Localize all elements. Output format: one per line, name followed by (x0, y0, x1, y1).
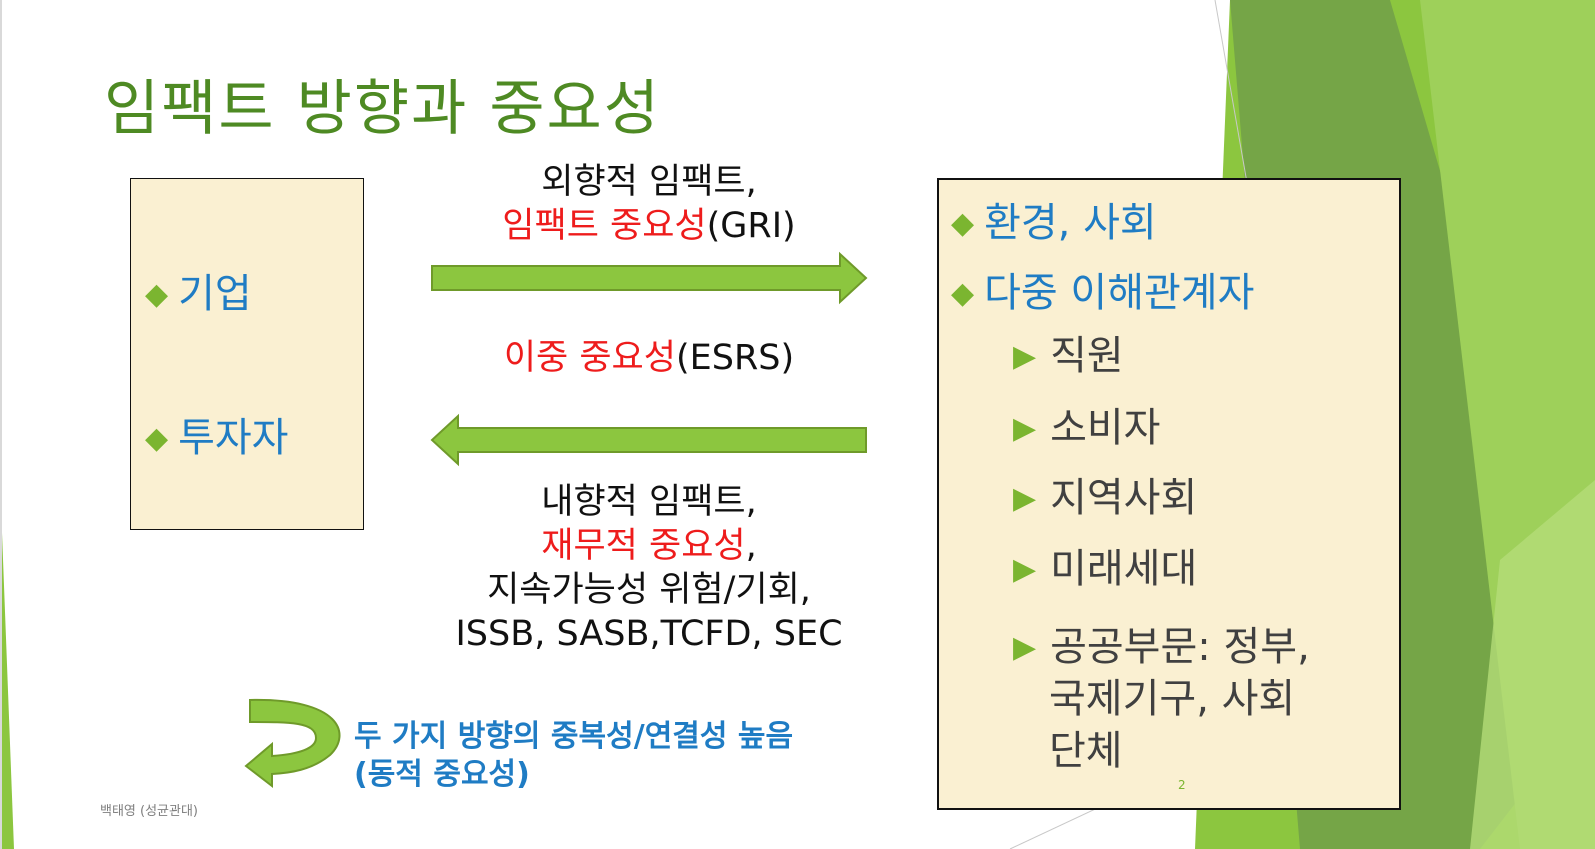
arrow-right-outward (431, 251, 868, 305)
outward-line2: 임팩트 중요성(GRI) (432, 204, 866, 248)
diamond-icon: ◆ (145, 421, 169, 456)
page-number: 2 (1178, 778, 1186, 792)
inward-line3: 지속가능성 위험/기회, (487, 570, 811, 610)
note-line1: 두 가지 방향의 중복성/연결성 높음 (354, 719, 794, 754)
footer-author: 백태영 (성균관대) (100, 804, 198, 819)
left-item-investor: ◆ 투자자 (145, 405, 288, 463)
double-materiality-label: 이중 중요성(ESRS) (432, 336, 866, 380)
subitem-label: 미래세대 (1050, 546, 1198, 592)
right-box: ◆ 환경, 사회 ◆ 다중 이해관계자 ▶ 직원 ▶ 소비자 ▶ 지역사회 ▶ 미래세대 ▶… (937, 178, 1401, 810)
triangle-right-icon: ▶ (1013, 481, 1037, 516)
diamond-icon: ◆ (951, 206, 975, 241)
diamond-icon: ◆ (951, 276, 975, 311)
subitem-employees: ▶ 직원 (1013, 330, 1124, 383)
inward-impact-label: 내향적 임팩트, 재무적 중요성, 지속가능성 위험/기회, ISSB, SAS… (432, 480, 866, 656)
right-item-env-society: ◆ 환경, 사회 (951, 190, 1157, 248)
subitem-label: 지역사회 (1050, 475, 1198, 521)
double-materiality-text: 이중 중요성 (503, 338, 676, 378)
arrow-left-inward (430, 413, 867, 467)
subitem-label: 직원 (1050, 333, 1124, 379)
gri-text: (GRI) (706, 206, 796, 246)
triangle-right-icon: ▶ (1013, 411, 1037, 446)
subitem-public-sector: ▶ 공공부문: 정부, (1013, 621, 1310, 674)
page-title: 임팩트 방향과 중요성 (104, 74, 661, 144)
diamond-icon: ◆ (145, 277, 169, 312)
esrs-text: (ESRS) (675, 338, 795, 378)
subitem-community: ▶ 지역사회 (1013, 472, 1197, 525)
right-item-label: 다중 이해관계자 (984, 270, 1255, 316)
curved-arrow-icon (244, 698, 341, 789)
inward-line4: ISSB, SASB,TCFD, SEC (455, 614, 843, 654)
left-item-company: ◆ 기업 (145, 261, 252, 319)
dynamic-materiality-note: 두 가지 방향의 중복성/연결성 높음 (동적 중요성) (354, 718, 793, 794)
deco-light-facet (1470, 480, 1595, 849)
inward-line1: 내향적 임팩트, (541, 482, 757, 522)
subitem-public-sector-cont1: 국제기구, 사회 (1049, 676, 1296, 722)
subitem-consumers: ▶ 소비자 (1013, 402, 1160, 455)
outward-impact-label: 외향적 임팩트, 임팩트 중요성(GRI) (432, 160, 866, 248)
outward-line1: 외향적 임팩트, (541, 162, 757, 202)
triangle-right-icon: ▶ (1013, 552, 1037, 587)
left-item-label: 투자자 (178, 415, 289, 461)
subitem-label: 공공부문: 정부, (1050, 624, 1310, 670)
comma-text: , (745, 526, 757, 566)
financial-materiality-text: 재무적 중요성 (541, 526, 746, 566)
subitem-future-generations: ▶ 미래세대 (1013, 543, 1197, 596)
subitem-public-sector-cont2: 단체 (1049, 728, 1123, 774)
right-item-label: 환경, 사회 (984, 200, 1157, 246)
subitem-label: 소비자 (1050, 405, 1161, 451)
note-line2: (동적 중요성) (354, 757, 530, 792)
triangle-right-icon: ▶ (1013, 339, 1037, 374)
left-box: ◆ 기업 ◆ 투자자 (130, 178, 364, 530)
inward-line2: 재무적 중요성, (432, 524, 866, 568)
triangle-right-icon: ▶ (1013, 630, 1037, 665)
left-item-label: 기업 (178, 271, 252, 317)
deco-line-1 (1214, 0, 1251, 201)
impact-materiality-text: 임팩트 중요성 (502, 206, 707, 246)
deco-left-sliver (0, 480, 14, 849)
right-item-stakeholders: ◆ 다중 이해관계자 (951, 260, 1254, 318)
